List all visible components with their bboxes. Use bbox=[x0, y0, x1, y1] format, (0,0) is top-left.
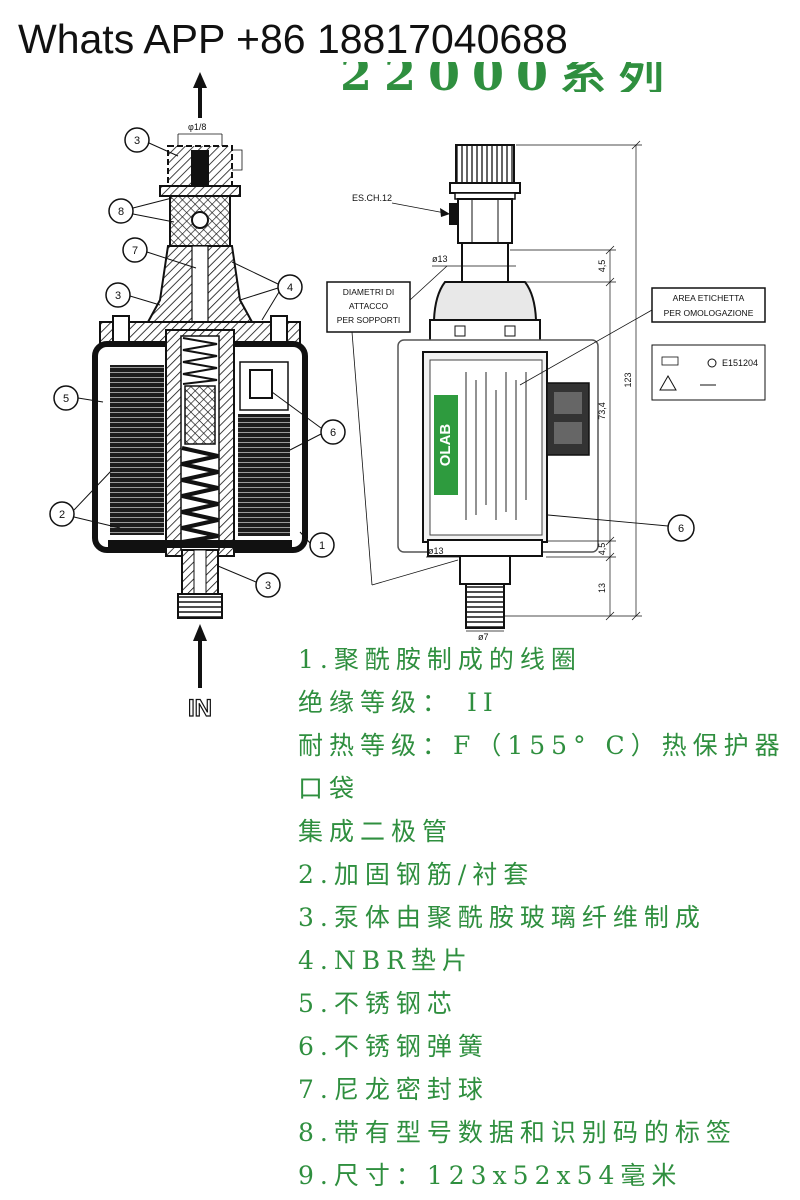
callout-number: 4 bbox=[287, 282, 293, 294]
label-area-box: AREA ETICHETTA PER OMOLOGAZIONE bbox=[519, 287, 766, 386]
callout-number: 6 bbox=[330, 427, 336, 439]
thermal-protector bbox=[249, 369, 273, 399]
dim-body: 73,4 bbox=[597, 402, 607, 420]
outlet-bore bbox=[191, 150, 209, 186]
coil-winding-right bbox=[238, 414, 290, 536]
feature-item: 集成二极管 bbox=[298, 817, 454, 846]
warning-triangle-icon bbox=[659, 374, 677, 391]
bottom-diameter: ø13 bbox=[428, 546, 444, 556]
support-box-line: DIAMETRI DI bbox=[343, 287, 394, 297]
steel-core bbox=[184, 385, 216, 445]
pump-drawings: φ1/8 bbox=[49, 72, 766, 723]
support-box-line: ATTACCO bbox=[349, 301, 389, 311]
feature-item: 口袋 bbox=[298, 774, 361, 803]
dim-inlet: 13 bbox=[597, 583, 607, 593]
dim-top-collar: 4,5 bbox=[597, 260, 607, 273]
callout-number: 3 bbox=[134, 135, 140, 147]
upper-spring bbox=[182, 337, 218, 385]
approval-label: E151204 bbox=[651, 344, 766, 401]
feature-item: 2.加固钢筋/衬套 bbox=[298, 860, 535, 889]
feature-item: 绝缘等级： II bbox=[298, 688, 499, 717]
feature-item: 8.带有型号数据和识别码的标签 bbox=[298, 1118, 737, 1147]
hex-tab bbox=[449, 203, 459, 225]
outlet-dimension: φ1/8 bbox=[177, 122, 243, 171]
feature-item: 3.泵体由聚酰胺玻璃纤维制成 bbox=[298, 903, 706, 932]
lower-collar bbox=[427, 539, 543, 557]
callout-number: 6 bbox=[678, 523, 684, 535]
callout-coil: 1 bbox=[309, 532, 335, 558]
support-box-line: PER SOPPORTI bbox=[337, 315, 401, 325]
feature-item: 耐热等级：F（155° C）热保护器 bbox=[298, 731, 786, 760]
callout-ball: 7 bbox=[122, 237, 148, 263]
outlet-arrow bbox=[193, 72, 207, 118]
callout-number: 8 bbox=[118, 206, 124, 218]
callout-number: 3 bbox=[115, 290, 121, 302]
callout-spring: 6 bbox=[320, 419, 346, 445]
hex-nut bbox=[457, 198, 513, 244]
coil-winding-left bbox=[110, 365, 164, 535]
cross-section-drawing: φ1/8 bbox=[49, 72, 346, 723]
inlet-fitting bbox=[465, 583, 505, 629]
callout-inlet: 3 bbox=[255, 572, 281, 598]
callout-number: 5 bbox=[63, 393, 69, 405]
feature-item: 6.不锈钢弹簧 bbox=[298, 1032, 489, 1061]
callout-gasket: 4 bbox=[277, 274, 303, 300]
callout-outlet-nut: 3 bbox=[124, 127, 150, 153]
feature-item: 5.不锈钢芯 bbox=[298, 989, 458, 1018]
series-title-clip: 22000系列 bbox=[340, 62, 680, 92]
outlet-fitting bbox=[455, 144, 515, 184]
pump-neck bbox=[461, 242, 509, 283]
outlet-flange bbox=[159, 185, 241, 197]
support-diameters-box: DIAMETRI DI ATTACCO PER SOPPORTI bbox=[326, 265, 459, 586]
top-diameter: ø13 bbox=[432, 254, 448, 264]
housing-base bbox=[108, 540, 292, 548]
inlet-arrow bbox=[193, 624, 207, 688]
body-bore bbox=[191, 245, 209, 331]
label-area-line: PER OMOLOGAZIONE bbox=[664, 308, 754, 318]
callout-body: 3 bbox=[105, 282, 131, 308]
feature-list: 1.聚酰胺制成的线圈 绝缘等级： II 耐热等级：F（155° C）热保护器 口… bbox=[298, 638, 798, 1198]
callout-number: 1 bbox=[319, 540, 325, 552]
brand-logo: OLAB bbox=[437, 424, 454, 467]
series-title: 22000系列 bbox=[340, 62, 677, 92]
label-text-lines bbox=[465, 372, 527, 520]
brand-strip bbox=[434, 395, 458, 495]
front-view-drawing: OLAB ES.CH.12 ø13 ø13 bbox=[326, 140, 766, 642]
callout-valve: 8 bbox=[108, 198, 134, 224]
hex-size-label: ES.CH.12 bbox=[352, 193, 392, 203]
dimension-lines bbox=[505, 140, 642, 621]
inlet-label: IN bbox=[188, 695, 212, 722]
inlet-diameter: ø7 bbox=[478, 632, 489, 642]
callout-number: 3 bbox=[265, 580, 271, 592]
dim-total: 123 bbox=[623, 372, 633, 387]
dim-bottom-collar: 4,5 bbox=[597, 543, 607, 556]
approval-code: E151204 bbox=[722, 358, 758, 368]
outlet-dim-label: φ1/8 bbox=[188, 122, 206, 132]
lower-spring bbox=[181, 446, 219, 544]
inlet-fitting bbox=[177, 593, 223, 619]
feature-item: 7.尼龙密封球 bbox=[298, 1075, 489, 1104]
callout-label: 6 bbox=[547, 514, 695, 542]
nylon-ball bbox=[191, 211, 209, 229]
upper-collar bbox=[429, 319, 541, 343]
whatsapp-contact: Whats APP +86 18817040688 bbox=[18, 16, 568, 62]
feature-item: 9.尺寸：123x52x54毫米 bbox=[298, 1161, 683, 1190]
callout-number: 7 bbox=[132, 245, 138, 257]
label-area-line: AREA ETICHETTA bbox=[673, 293, 745, 303]
outlet-flange bbox=[449, 182, 521, 194]
callout-leaders bbox=[73, 142, 322, 583]
callout-sleeve: 2 bbox=[49, 501, 75, 527]
feature-item: 4.NBR垫片 bbox=[298, 946, 473, 975]
certification-icon bbox=[707, 358, 717, 368]
inlet-neck bbox=[459, 555, 511, 585]
feature-item: 1.聚酰胺制成的线圈 bbox=[298, 645, 582, 674]
callout-core: 5 bbox=[53, 385, 79, 411]
pump-shoulder bbox=[432, 281, 538, 321]
callout-number: 2 bbox=[59, 509, 65, 521]
